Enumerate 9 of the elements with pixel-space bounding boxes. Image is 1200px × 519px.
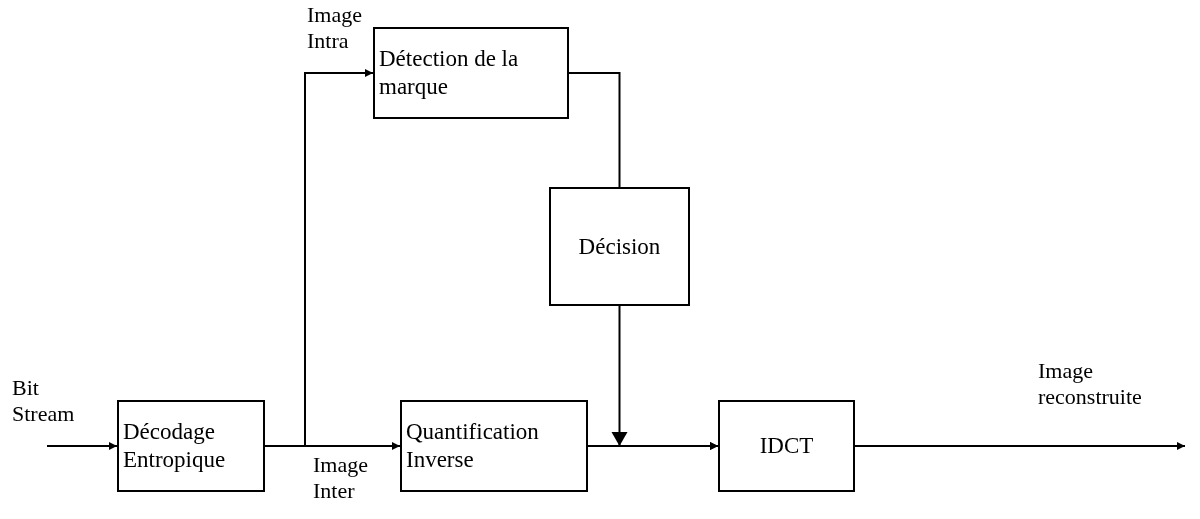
process-box: Détection de la marque [373, 27, 569, 119]
edge-label: Bit Stream [12, 375, 76, 428]
edge-label: Image reconstruite [1038, 358, 1143, 411]
edge-label: Image Intra [307, 2, 363, 55]
process-box: Décodage Entropique [117, 400, 265, 492]
process-box: IDCT [718, 400, 855, 492]
process-box: Quantification Inverse [400, 400, 588, 492]
process-box: Décision [549, 187, 690, 306]
edge-label: Image Inter [313, 452, 369, 505]
